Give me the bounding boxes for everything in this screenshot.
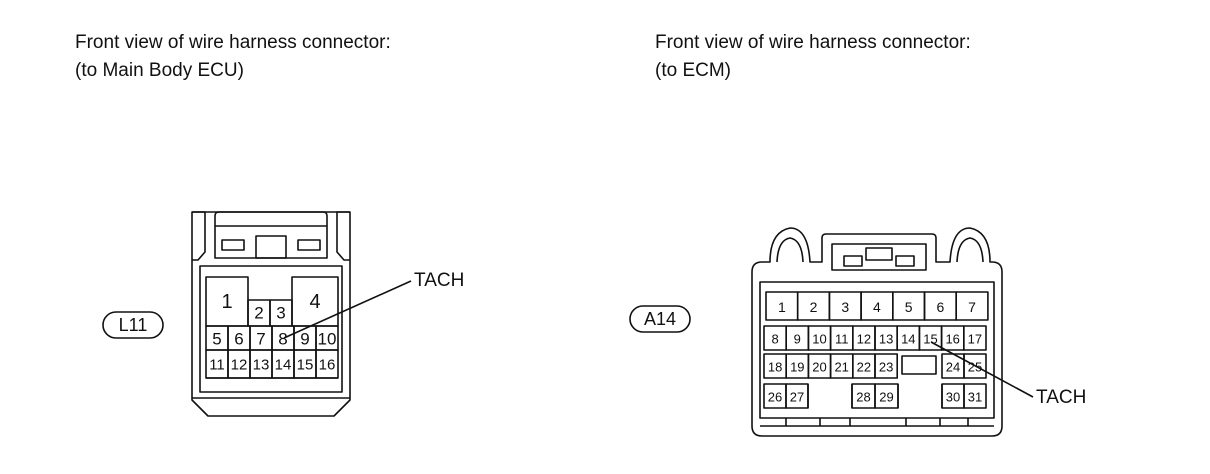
a14-pin-label: 8 bbox=[771, 332, 778, 347]
a14-cell-7 bbox=[955, 291, 989, 321]
a14-row-3: 18 19 20 21 22 23 24 25 bbox=[763, 353, 987, 379]
caption-ecm: Front view of wire harness connector: (t… bbox=[655, 29, 971, 85]
a14-cell-17 bbox=[962, 325, 987, 351]
l11-pin-label: 15 bbox=[297, 357, 314, 374]
a14-top-lock bbox=[831, 243, 927, 271]
l11-pin-label: 12 bbox=[231, 357, 248, 374]
a14-pin-label: 18 bbox=[768, 360, 782, 375]
l11-right-latch bbox=[336, 211, 350, 261]
a14-pin-label: 29 bbox=[879, 390, 893, 405]
a14-pin-label: 20 bbox=[812, 360, 826, 375]
a14-pin-label: 14 bbox=[901, 332, 915, 347]
l11-id-label: L11 bbox=[119, 315, 148, 335]
a14-tach-leader-line bbox=[930, 341, 1034, 398]
caption-line-1: Front view of wire harness connector: bbox=[75, 32, 391, 53]
a14-cell-31 bbox=[963, 383, 987, 409]
a14-pin-label: 16 bbox=[945, 332, 959, 347]
a14-cell-25 bbox=[963, 353, 987, 379]
a14-pin-label: 2 bbox=[810, 299, 818, 315]
a14-pin-label: 30 bbox=[946, 390, 960, 405]
a14-row-1: 1 2 3 4 5 6 7 bbox=[765, 291, 989, 321]
caption-line-2: (to Main Body ECU) bbox=[75, 60, 244, 81]
a14-tach-label: TACH bbox=[1036, 387, 1086, 408]
l11-id-badge bbox=[102, 311, 164, 339]
l11-tach-label: TACH bbox=[414, 270, 464, 291]
l11-top-lock bbox=[214, 211, 328, 259]
a14-pin-label: 31 bbox=[968, 390, 982, 405]
a14-pin-label: 21 bbox=[834, 360, 848, 375]
l11-pin-label: 5 bbox=[212, 330, 221, 349]
a14-row-2: 8 9 10 11 12 13 14 15 16 17 bbox=[763, 325, 987, 351]
a14-pin-label: 6 bbox=[936, 299, 944, 315]
a14-pin-label: 15 bbox=[923, 332, 937, 347]
a14-pin-label: 19 bbox=[790, 360, 804, 375]
l11-pin-label: 11 bbox=[209, 357, 225, 374]
a14-pin-label: 12 bbox=[857, 332, 871, 347]
a14-pin-label: 7 bbox=[968, 299, 976, 315]
l11-tach-leader-line bbox=[283, 280, 412, 339]
a14-center-gap bbox=[807, 384, 943, 408]
l11-pin-label: 16 bbox=[319, 357, 336, 374]
a14-pin-label: 23 bbox=[879, 360, 893, 375]
a14-pin-label: 22 bbox=[857, 360, 871, 375]
l11-pin-label: 4 bbox=[309, 291, 320, 313]
a14-pin-label: 24 bbox=[946, 360, 960, 375]
a14-bottom-notches bbox=[785, 418, 969, 426]
a14-left-ear bbox=[776, 237, 804, 263]
a14-cell-23 bbox=[874, 353, 899, 379]
caption-line-2: (to ECM) bbox=[655, 60, 731, 81]
l11-pin-label: 9 bbox=[300, 330, 309, 349]
a14-key-slot bbox=[901, 355, 937, 375]
a14-pin-label: 26 bbox=[768, 390, 782, 405]
l11-pin-label: 8 bbox=[278, 330, 287, 349]
a14-pin-label: 5 bbox=[905, 299, 913, 315]
l11-row-bottom: 11 12 13 14 15 16 bbox=[205, 349, 339, 379]
a14-pin-label: 10 bbox=[812, 332, 826, 347]
l11-left-latch bbox=[192, 211, 206, 261]
a14-pin-label: 9 bbox=[794, 332, 801, 347]
l11-pin-label: 2 bbox=[254, 304, 263, 323]
a14-pin-label: 27 bbox=[790, 390, 804, 405]
caption-line-1: Front view of wire harness connector: bbox=[655, 32, 971, 53]
a14-pin-label: 1 bbox=[778, 299, 786, 315]
a14-id-label: A14 bbox=[644, 309, 676, 329]
a14-pin-label: 17 bbox=[968, 332, 982, 347]
l11-pin-label: 14 bbox=[275, 357, 292, 374]
l11-pin-label: 10 bbox=[318, 330, 337, 349]
l11-pin-label: 7 bbox=[256, 330, 265, 349]
a14-pin-label: 13 bbox=[879, 332, 893, 347]
a14-pin-label: 3 bbox=[841, 299, 849, 315]
a14-housing-outline bbox=[751, 227, 1003, 437]
a14-pin-label: 25 bbox=[968, 360, 982, 375]
l11-pin-label: 6 bbox=[234, 330, 243, 349]
a14-row-4: 26 27 28 29 30 31 bbox=[763, 383, 987, 409]
a14-pin-label: 4 bbox=[873, 299, 881, 315]
a14-right-ear bbox=[956, 237, 984, 263]
a14-inner-body bbox=[759, 281, 995, 419]
l11-pin-label: 3 bbox=[276, 304, 285, 323]
a14-pin-label: 28 bbox=[856, 390, 870, 405]
l11-pin-label: 1 bbox=[221, 291, 232, 313]
l11-lock-slot bbox=[221, 235, 321, 259]
l11-inner-body bbox=[199, 265, 343, 393]
caption-main-body-ecu: Front view of wire harness connector: (t… bbox=[75, 29, 391, 85]
a14-pin-label: 11 bbox=[835, 332, 849, 347]
a14-id-badge bbox=[629, 305, 691, 333]
l11-pin-label: 13 bbox=[253, 357, 270, 374]
